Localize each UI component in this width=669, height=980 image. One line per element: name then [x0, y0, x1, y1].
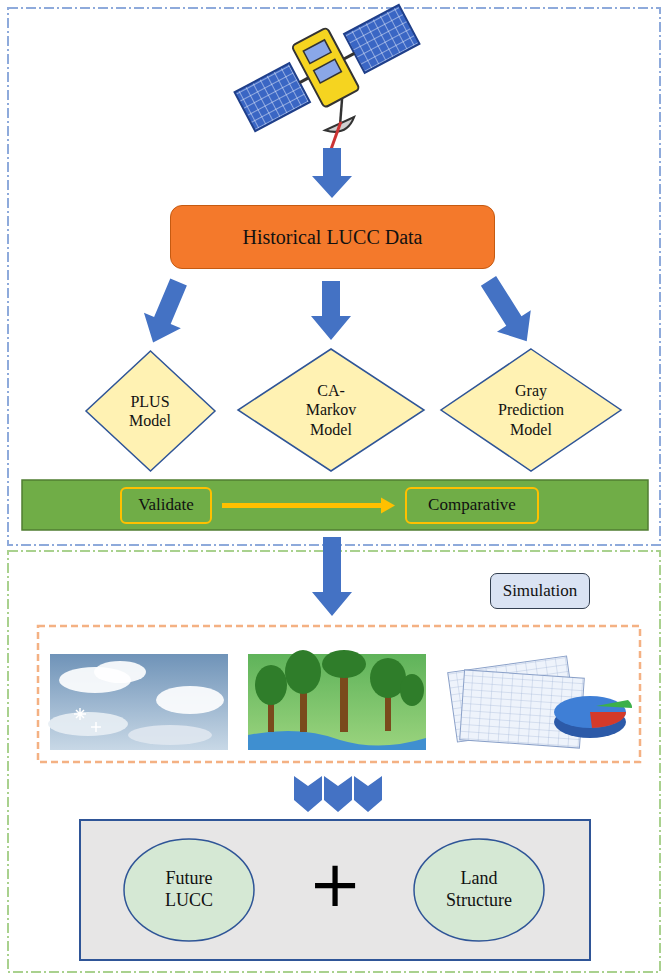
connector-arrow	[144, 278, 187, 342]
simulation-tag: Simulation	[490, 573, 590, 609]
connector-arrow	[311, 281, 351, 340]
connector-arrow	[481, 276, 531, 341]
chart-illustration	[448, 656, 632, 748]
diamond-outline	[85, 350, 216, 472]
node-text: Simulation	[503, 581, 578, 601]
node-text: Land Structure	[437, 868, 521, 911]
image-panel	[38, 626, 640, 762]
node-text: Validate	[138, 495, 194, 515]
model-diamond: Gray Prediction Model	[440, 348, 622, 472]
model-diamond: CA-Markov Model	[237, 348, 425, 472]
block-arrow	[312, 537, 352, 616]
model-diamond: PLUS Model	[85, 350, 216, 472]
data-box: Historical LUCC Data	[170, 205, 495, 269]
validation-band	[22, 480, 648, 530]
node-text: CA-Markov Model	[300, 381, 362, 439]
lower-section	[8, 551, 660, 972]
upper-section	[8, 8, 660, 545]
climate-illustration	[48, 654, 228, 750]
node-text: Future LUCC	[149, 868, 229, 911]
result-ellipse: Land Structure	[413, 838, 545, 942]
forest-illustration	[248, 650, 426, 750]
step-box: Comparative	[405, 487, 539, 524]
chevrons	[294, 776, 382, 812]
step-box: Validate	[120, 487, 212, 524]
result-box	[80, 820, 590, 960]
node-text: PLUS Model	[119, 392, 181, 430]
node-text: Gray Prediction Model	[488, 381, 574, 439]
block-arrow	[312, 148, 352, 198]
result-ellipse: Future LUCC	[123, 838, 255, 942]
plus-sign: +	[300, 852, 370, 916]
node-text: Comparative	[428, 495, 516, 515]
connector-arrow	[222, 498, 395, 514]
node-text: Historical LUCC Data	[243, 225, 423, 249]
